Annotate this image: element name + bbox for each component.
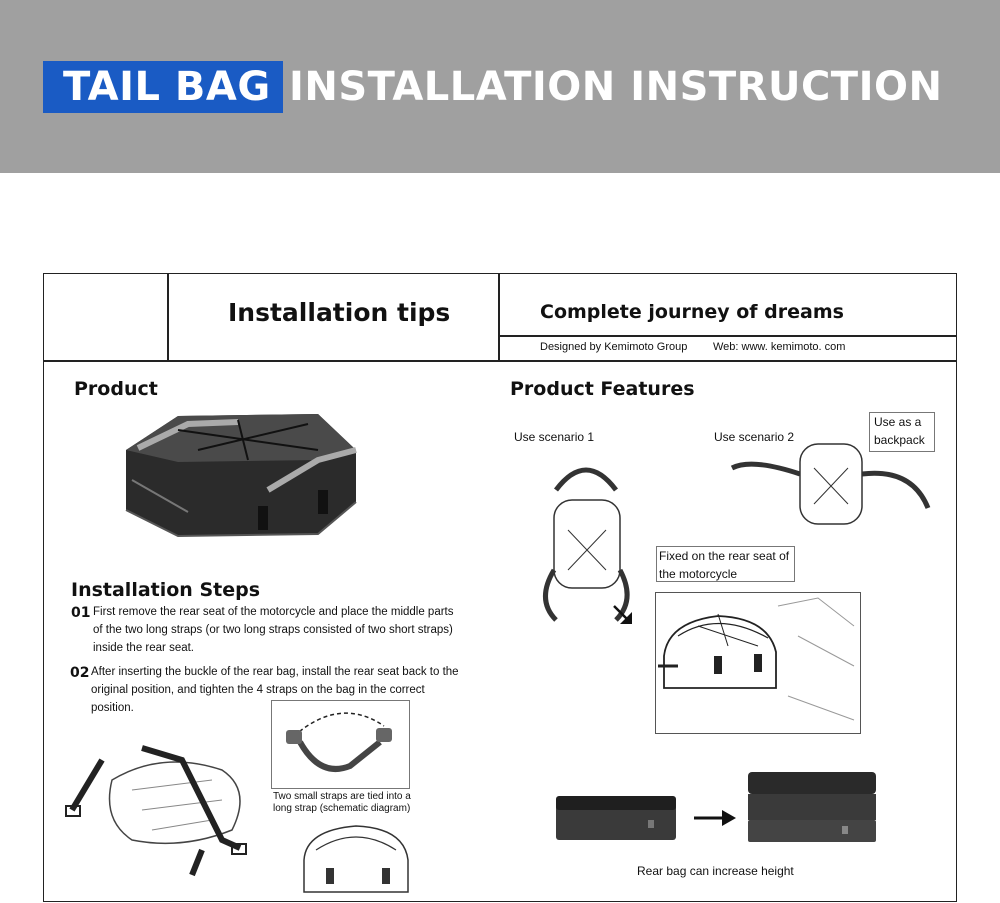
strap-schematic-image bbox=[286, 712, 392, 772]
designed-by: Designed by Kemimoto Group bbox=[540, 341, 688, 353]
strap-schematic-box bbox=[271, 700, 410, 789]
step-1-number: 01 bbox=[71, 605, 91, 621]
step-2-line: After inserting the buckle of the rear b… bbox=[91, 666, 459, 678]
seat-note-line: the motorcycle bbox=[659, 567, 738, 581]
slogan: Complete journey of dreams bbox=[540, 301, 844, 323]
scenario-1-bag-image bbox=[543, 467, 630, 622]
title-highlight: TAIL BAG bbox=[43, 61, 283, 113]
product-features-heading: Product Features bbox=[510, 378, 695, 400]
step-1-line: First remove the rear seat of the motorc… bbox=[93, 606, 454, 618]
height-caption: Rear bag can increase height bbox=[637, 864, 794, 878]
step-2-text: After inserting the buckle of the rear b… bbox=[91, 663, 459, 717]
header-bottom-line bbox=[43, 360, 957, 362]
step-1-text: First remove the rear seat of the motorc… bbox=[93, 603, 454, 657]
installation-steps-heading: Installation Steps bbox=[71, 579, 261, 601]
scenario-2-bag-image bbox=[730, 443, 931, 525]
arrow-down-right-icon bbox=[613, 605, 632, 624]
strap-caption-line: Two small straps are tied into a bbox=[273, 791, 411, 802]
rear-seat-straps-diagram bbox=[65, 745, 247, 877]
strap-caption: Two small straps are tied into a long st… bbox=[273, 791, 411, 815]
backpack-note-line: backpack bbox=[874, 433, 925, 447]
backpack-note-box bbox=[869, 412, 935, 452]
step-2-line: original position, and tighten the 4 str… bbox=[91, 684, 425, 696]
step-1-line: inside the rear seat. bbox=[93, 642, 195, 654]
header-divider-1 bbox=[167, 273, 169, 361]
bag-increased-height-image bbox=[748, 772, 876, 842]
step-1-line: of the two long straps (or two long stra… bbox=[93, 624, 453, 636]
step-2-line: position. bbox=[91, 702, 134, 714]
use-scenario-1-label: Use scenario 1 bbox=[514, 430, 595, 444]
use-scenario-2-label: Use scenario 2 bbox=[714, 430, 795, 444]
title-highlight-text: TAIL BAG bbox=[63, 64, 271, 110]
backpack-note-line: Use as a bbox=[874, 415, 922, 429]
mounted-bag-image bbox=[303, 825, 409, 893]
bag-normal-height-image bbox=[556, 796, 676, 840]
installation-tips-title: Installation tips bbox=[228, 298, 451, 327]
backpack-note: Use as a backpack bbox=[874, 413, 925, 449]
seat-note-box bbox=[656, 546, 795, 582]
seat-note: Fixed on the rear seat of the motorcycle bbox=[659, 547, 789, 583]
title-text: INSTALLATION INSTRUCTION bbox=[289, 64, 943, 110]
seat-note-line: Fixed on the rear seat of bbox=[659, 549, 790, 563]
product-heading: Product bbox=[74, 378, 158, 400]
tail-bag-image bbox=[125, 414, 357, 538]
step-2-number: 02 bbox=[70, 665, 90, 681]
motorcycle-seat-image bbox=[658, 597, 855, 721]
instruction-sheet bbox=[43, 273, 957, 902]
strap-caption-line: long strap (schematic diagram) bbox=[273, 803, 411, 814]
arrow-right-icon bbox=[694, 810, 736, 826]
header-mid-line bbox=[498, 335, 957, 337]
header-divider-2 bbox=[498, 273, 500, 361]
website: Web: www. kemimoto. com bbox=[713, 341, 846, 353]
